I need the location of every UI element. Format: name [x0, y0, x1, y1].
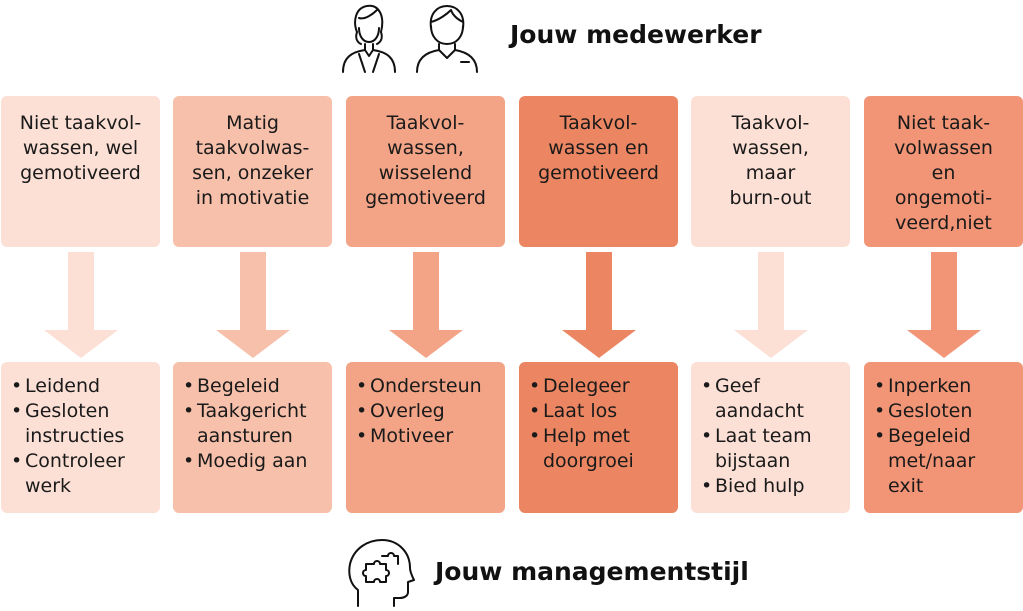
employee-stage-box: Matig taakvolwas- sen, onzeker in motiva… — [173, 96, 332, 247]
person-icons — [342, 4, 478, 73]
woman-icon — [342, 4, 396, 73]
arrow-shape — [562, 252, 636, 358]
employee-stage-label: Niet taak- volwassen en ongemoti- veerd,… — [894, 112, 993, 234]
down-arrow-icon — [389, 252, 463, 358]
head-puzzle-icon — [346, 538, 416, 611]
employee-title: Jouw medewerker — [510, 20, 762, 49]
management-action-item: Moedig aan — [183, 449, 326, 474]
management-style-box: BegeleidTaakgericht aansturenMoedig aan — [173, 362, 332, 513]
employee-stage-box: Taakvol- wassen, wisselend gemotiveerd — [346, 96, 505, 247]
people-icons — [335, 2, 495, 78]
arrow-shape — [907, 252, 981, 358]
management-action-item: Help met doorgroei — [529, 424, 672, 474]
management-actions-list: LeidendGesloten instructiesControleer we… — [11, 374, 154, 499]
employee-stage-box: Niet taakvol- wassen, wel gemotiveerd — [1, 96, 160, 247]
management-style-box: LeidendGesloten instructiesControleer we… — [1, 362, 160, 513]
management-style-box: OndersteunOverlegMotiveer — [346, 362, 505, 513]
arrow-shape — [734, 252, 808, 358]
employee-stage-label: Matig taakvolwas- sen, onzeker in motiva… — [192, 112, 313, 209]
management-action-item: Gesloten — [874, 399, 1017, 424]
employee-stage-box: Taakvol- wassen, maar burn-out — [691, 96, 850, 247]
management-actions-list: Geef aandachtLaat team bijstaanBied hulp — [701, 374, 844, 499]
management-actions-list: DelegeerLaat losHelp met doorgroei — [529, 374, 672, 474]
management-action-item: Begeleid — [183, 374, 326, 399]
header: Jouw medewerker — [0, 0, 1023, 80]
arrow-shape — [216, 252, 290, 358]
management-action-item: Laat los — [529, 399, 672, 424]
employee-stage-box: Taakvol- wassen en gemotiveerd — [519, 96, 678, 247]
employee-stage-label: Taakvol- wassen, maar burn-out — [729, 112, 812, 209]
management-style-box: InperkenGeslotenBegeleid met/naar exit — [864, 362, 1023, 513]
down-arrow-icon — [44, 252, 118, 358]
management-action-item: Gesloten instructies — [11, 399, 154, 449]
management-style-box: DelegeerLaat losHelp met doorgroei — [519, 362, 678, 513]
management-action-item: Delegeer — [529, 374, 672, 399]
management-action-item: Inperken — [874, 374, 1017, 399]
man-icon — [416, 5, 478, 73]
employee-stage-label: Taakvol- wassen, wisselend gemotiveerd — [365, 112, 486, 209]
down-arrow-icon — [907, 252, 981, 358]
down-arrow-icon — [216, 252, 290, 358]
employee-stage-label: Taakvol- wassen en gemotiveerd — [538, 112, 659, 184]
management-action-item: Motiveer — [356, 424, 499, 449]
management-action-item: Geef aandacht — [701, 374, 844, 424]
management-actions-list: BegeleidTaakgericht aansturenMoedig aan — [183, 374, 326, 474]
arrow-shape — [389, 252, 463, 358]
management-action-item: Controleer werk — [11, 449, 154, 499]
management-style-title: Jouw managementstijl — [435, 557, 749, 586]
management-action-item: Bied hulp — [701, 474, 844, 499]
down-arrow-icon — [734, 252, 808, 358]
employee-stage-label: Niet taakvol- wassen, wel gemotiveerd — [19, 112, 142, 184]
management-action-item: Laat team bijstaan — [701, 424, 844, 474]
management-action-item: Overleg — [356, 399, 499, 424]
management-actions-list: InperkenGeslotenBegeleid met/naar exit — [874, 374, 1017, 499]
employee-stage-box: Niet taak- volwassen en ongemoti- veerd,… — [864, 96, 1023, 247]
management-actions-list: OndersteunOverlegMotiveer — [356, 374, 499, 449]
down-arrow-icon — [562, 252, 636, 358]
management-style-box: Geef aandachtLaat team bijstaanBied hulp — [691, 362, 850, 513]
arrow-shape — [44, 252, 118, 358]
management-action-item: Leidend — [11, 374, 154, 399]
management-action-item: Begeleid met/naar exit — [874, 424, 1017, 499]
management-action-item: Taakgericht aansturen — [183, 399, 326, 449]
management-action-item: Ondersteun — [356, 374, 499, 399]
